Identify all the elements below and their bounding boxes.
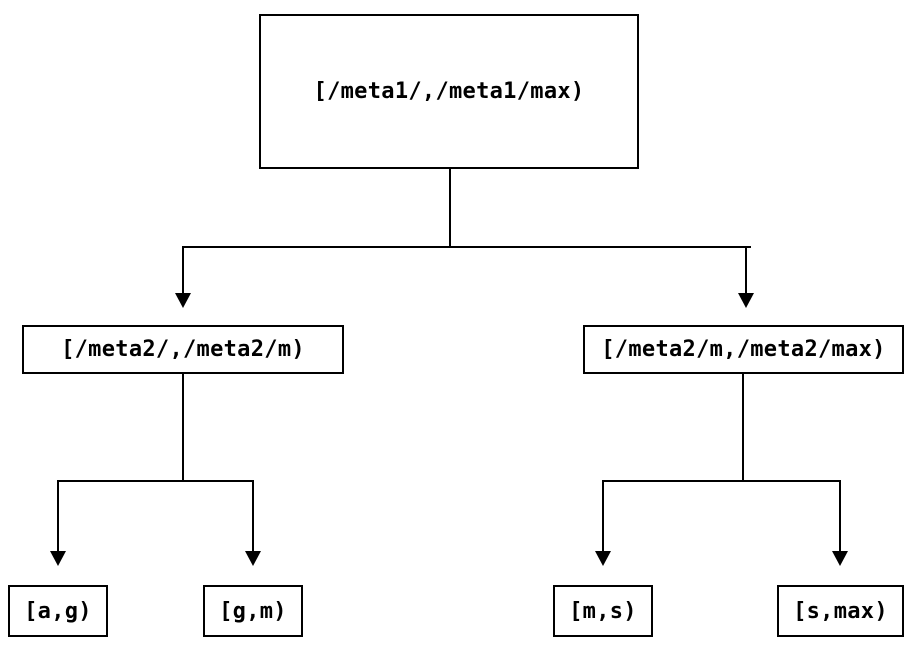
edge-root-stem	[449, 169, 451, 247]
node-leaf-a-g: [a,g)	[8, 585, 108, 637]
arrowhead-down-icon	[738, 293, 754, 308]
node-leaf-m-s: [m,s)	[553, 585, 653, 637]
edge-drop-leaf-m-s	[602, 480, 604, 552]
edge-meta2-high-branch-bar	[602, 480, 841, 482]
edge-drop-leaf-a-g	[57, 480, 59, 552]
arrowhead-down-icon	[175, 293, 191, 308]
node-meta2-high: [/meta2/m,/meta2/max)	[583, 325, 904, 374]
node-leaf-g-m: [g,m)	[203, 585, 303, 637]
arrowhead-down-icon	[832, 551, 848, 566]
arrowhead-down-icon	[50, 551, 66, 566]
arrowhead-down-icon	[595, 551, 611, 566]
edge-drop-leaf-s-max	[839, 480, 841, 552]
arrowhead-down-icon	[245, 551, 261, 566]
node-root: [/meta1/,/meta1/max)	[259, 14, 639, 169]
node-leaf-s-max: [s,max)	[777, 585, 904, 637]
edge-meta2-high-stem	[742, 374, 744, 480]
edge-root-branch-bar	[182, 246, 751, 248]
edge-drop-leaf-g-m	[252, 480, 254, 552]
edge-root-drop-left	[182, 246, 184, 294]
edge-root-drop-right	[745, 246, 747, 294]
edge-meta2-low-branch-bar	[57, 480, 254, 482]
node-meta2-low: [/meta2/,/meta2/m)	[22, 325, 344, 374]
edge-meta2-low-stem	[182, 374, 184, 480]
